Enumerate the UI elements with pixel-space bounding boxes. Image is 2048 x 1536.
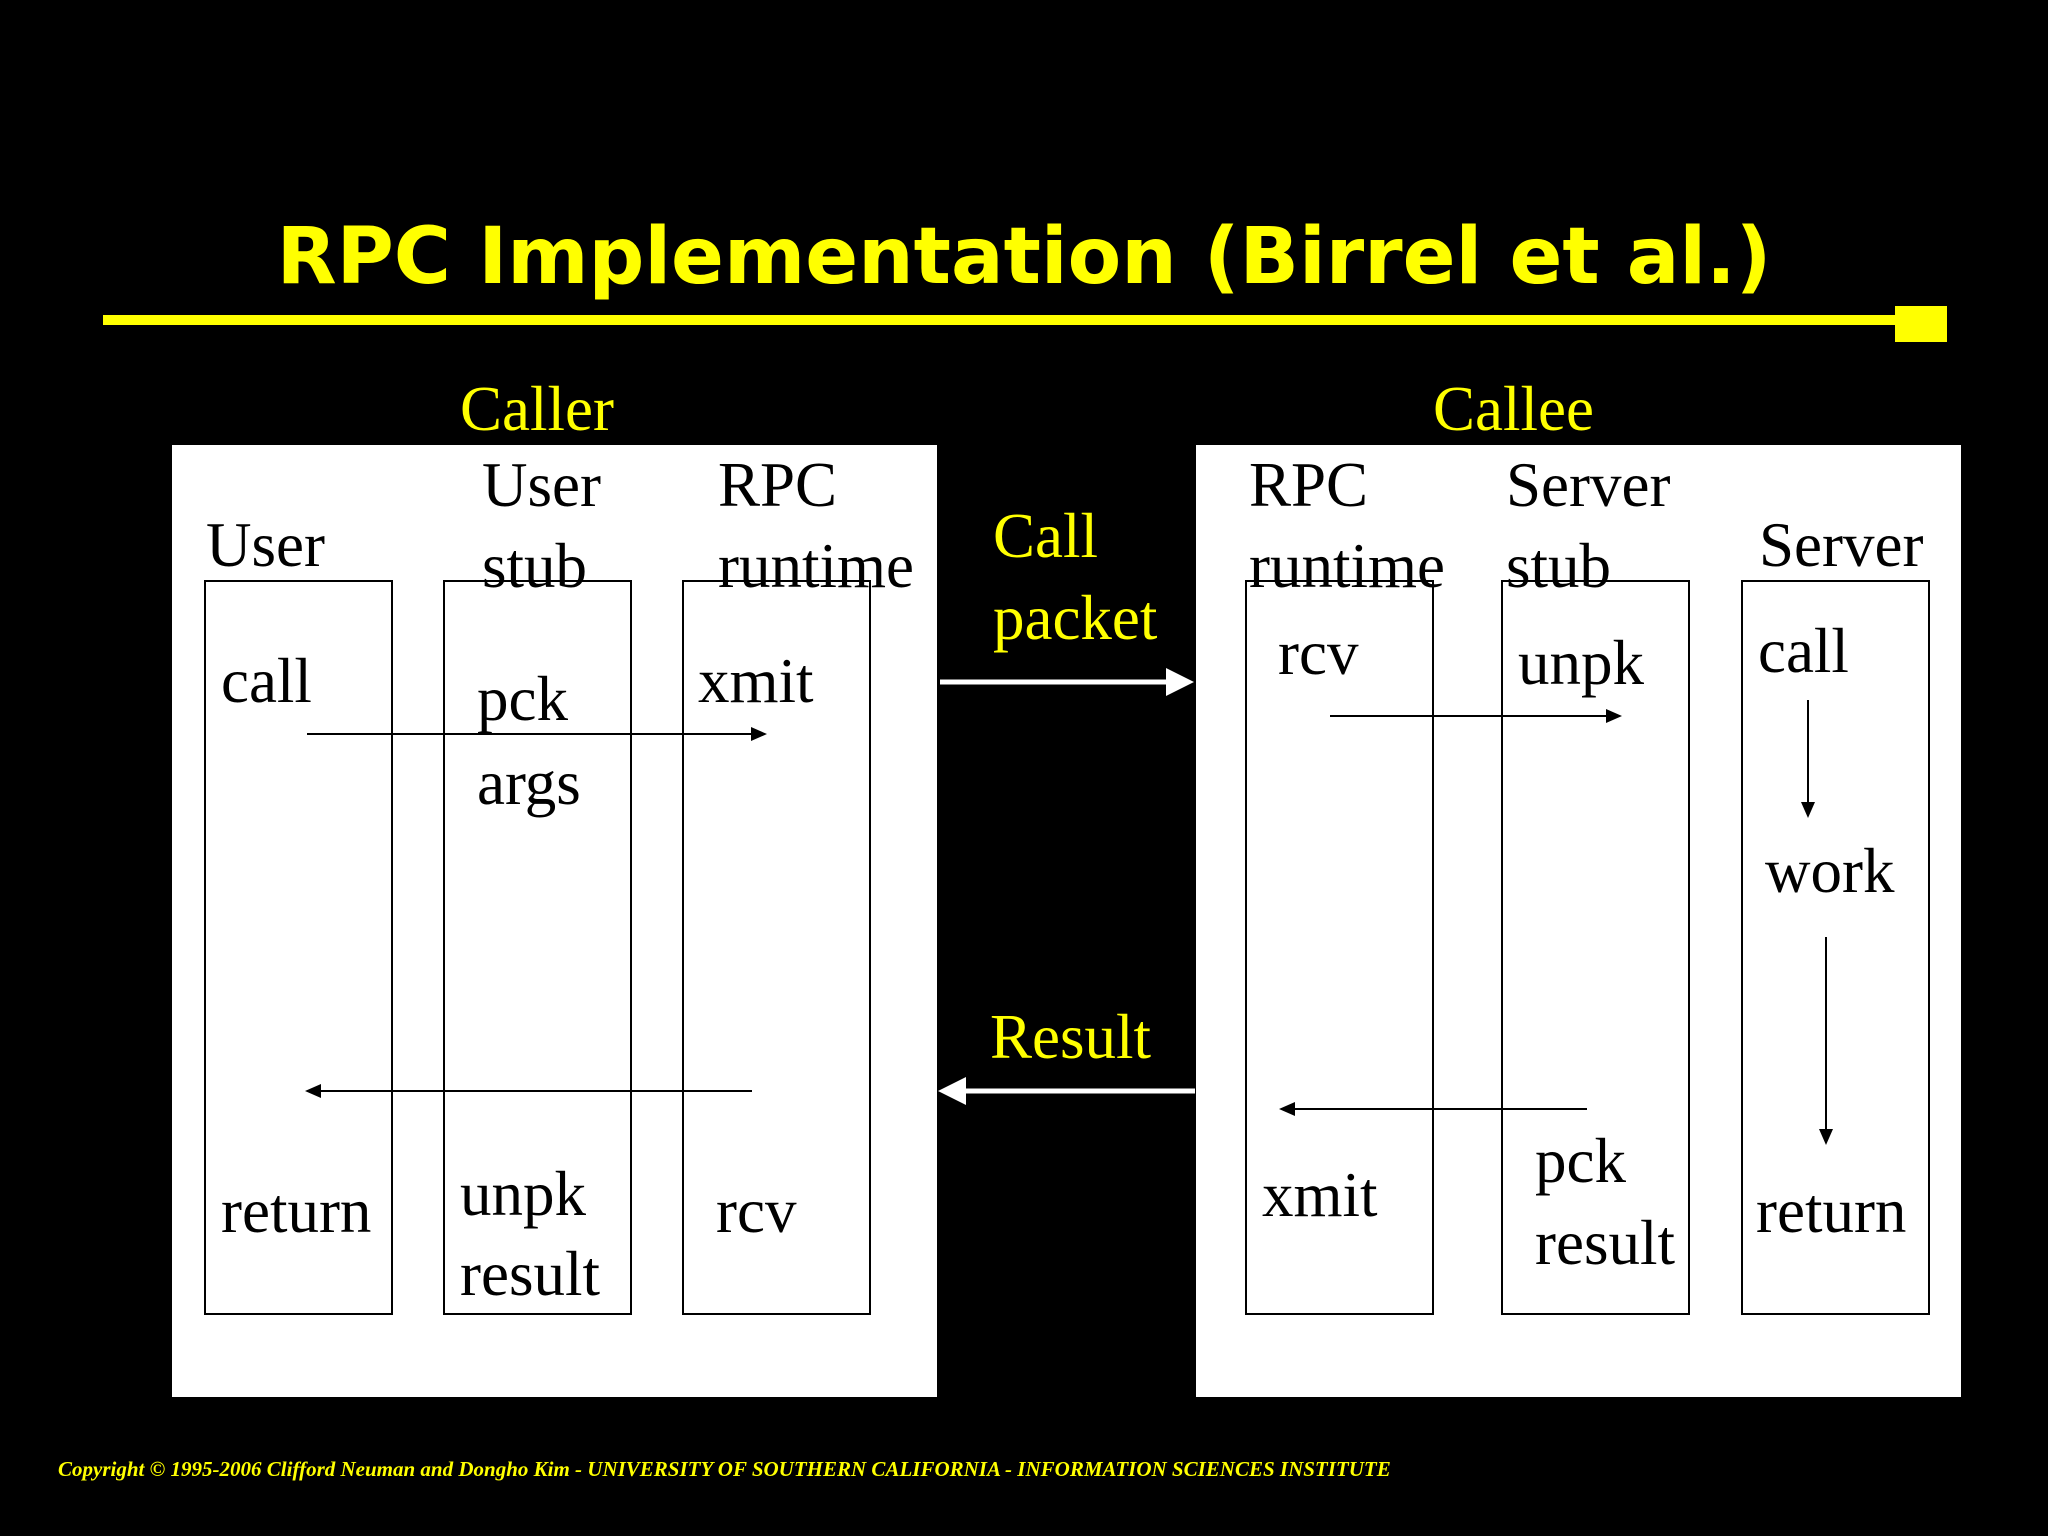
- caller-stub-unpk-text: unpk: [460, 1159, 586, 1229]
- caller-user-stub-label-2: stub: [482, 531, 588, 601]
- result-label: Result: [990, 1002, 1152, 1072]
- title-underline: [103, 315, 1898, 325]
- copyright-footer: Copyright © 1995-2006 Clifford Neuman an…: [58, 1457, 1391, 1481]
- callee-runtime-xmit-text: xmit: [1262, 1160, 1378, 1230]
- callee-server-return-text: return: [1756, 1176, 1907, 1246]
- arrow-server-call-to-work: [1801, 700, 1815, 818]
- caller-rpc-runtime-label-2: runtime: [718, 531, 914, 601]
- callee-server-column: [1741, 580, 1930, 1315]
- slide-title: RPC Implementation (Birrel et al.): [276, 212, 1772, 302]
- caller-runtime-rcv-text: rcv: [716, 1176, 797, 1246]
- caller-stub-result-text: result: [460, 1239, 600, 1309]
- arrow-callee-unpack: [1330, 709, 1622, 723]
- callee-stub-pck-text: pck: [1535, 1126, 1626, 1196]
- caller-stub-args-text: args: [477, 748, 581, 818]
- caller-user-label: User: [206, 510, 325, 580]
- caller-user-call-text: call: [221, 646, 312, 716]
- callee-server-call-text: call: [1758, 616, 1849, 686]
- call-packet-label-2: packet: [993, 583, 1158, 653]
- callee-stub-result-text: result: [1535, 1208, 1675, 1278]
- callee-runtime-rcv-text: rcv: [1278, 618, 1359, 688]
- caller-rpc-runtime-column: [682, 580, 871, 1315]
- callee-server-work-text: work: [1765, 836, 1895, 906]
- caller-user-stub-column: [443, 580, 632, 1315]
- title-underline-square: [1895, 306, 1947, 342]
- arrow-callee-result: [1279, 1102, 1587, 1116]
- callee-server-stub-column: [1501, 580, 1690, 1315]
- callee-rpc-runtime-label-2: runtime: [1249, 531, 1445, 601]
- callee-server-stub-label-2: stub: [1506, 531, 1612, 601]
- callee-heading: Callee: [1433, 374, 1594, 444]
- arrow-server-work-to-return: [1819, 937, 1833, 1145]
- caller-user-return-text: return: [221, 1176, 372, 1246]
- arrow-result: [938, 1077, 1195, 1105]
- callee-server-label: Server: [1759, 510, 1924, 580]
- caller-rpc-runtime-label-1: RPC: [718, 450, 838, 520]
- arrow-caller-return: [305, 1084, 752, 1098]
- arrow-caller-call: [307, 727, 767, 741]
- callee-server-stub-label-1: Server: [1506, 450, 1671, 520]
- caller-runtime-xmit-text: xmit: [698, 646, 814, 716]
- caller-user-stub-label-1: User: [482, 450, 601, 520]
- caller-heading: Caller: [460, 374, 614, 444]
- call-packet-label-1: Call: [993, 501, 1098, 571]
- callee-rpc-runtime-label-1: RPC: [1249, 450, 1369, 520]
- caller-user-column: [204, 580, 393, 1315]
- callee-stub-unpk-text: unpk: [1518, 628, 1644, 698]
- callee-rpc-runtime-column: [1245, 580, 1434, 1315]
- caller-stub-pck-text: pck: [477, 664, 568, 734]
- arrow-call-packet: [940, 668, 1194, 696]
